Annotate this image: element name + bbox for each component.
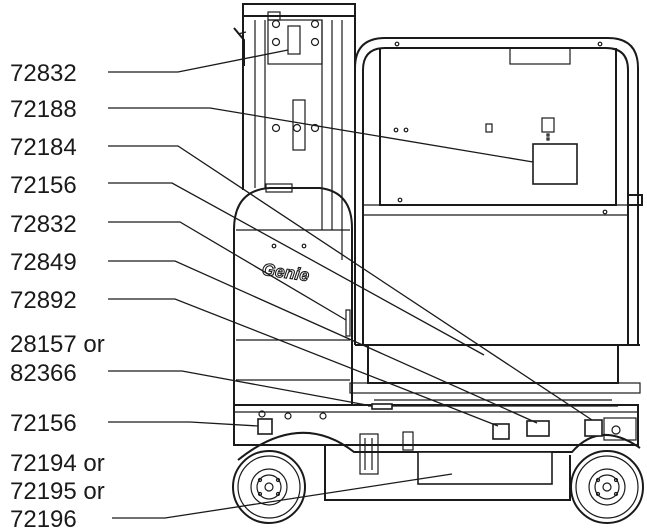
platform-deck [349, 344, 641, 407]
leader-line-72832-top [108, 49, 289, 73]
mast [233, 3, 356, 345]
callout-label-72849: 72849 [10, 249, 77, 276]
wheel-left [232, 450, 306, 524]
leader-line-72892 [108, 298, 499, 427]
platform-rail [354, 37, 643, 345]
brand-logo: Genie [261, 260, 310, 285]
callout-label-72184: 72184 [10, 134, 77, 161]
leader-line-72184 [108, 145, 593, 421]
machine-illustration: Genie [232, 3, 644, 524]
callout-label-72156-lower: 72156 [10, 410, 77, 437]
leader-line-72194-72196 [112, 473, 453, 519]
leader-line-72832-lower [108, 221, 347, 321]
control-box [379, 41, 617, 215]
mast-base-housing: Genie [233, 183, 353, 405]
callout-label-72892: 72892 [10, 287, 77, 314]
leader-line-72188 [108, 107, 534, 163]
leader-line-28157-82366 [108, 370, 373, 407]
decal-72156-lower [257, 418, 273, 435]
wheel-right [570, 450, 644, 524]
leader-line-72156-upper [108, 182, 485, 356]
callout-label-72194-or: 72194 or [10, 450, 105, 477]
decal-72188 [532, 143, 578, 185]
callout-label-72188: 72188 [10, 96, 77, 123]
callout-label-72156-upper: 72156 [10, 172, 77, 199]
decal-72184 [584, 419, 603, 437]
callout-label-72195-or: 72195 or [10, 478, 105, 505]
decal-28157-82366 [371, 403, 393, 410]
leader-line-72156-lower [108, 421, 259, 427]
callout-label-28157-or: 28157 or [10, 331, 105, 358]
decal-72194-72196 [417, 451, 553, 485]
callout-label-82366: 82366 [10, 360, 77, 387]
decal-72892 [492, 423, 510, 440]
callout-label-72196: 72196 [10, 506, 77, 531]
callout-labels: 72832 72188 72184 72156 72832 72849 7289… [10, 60, 105, 531]
callout-label-72832-top: 72832 [10, 60, 77, 87]
callout-label-72832-lower: 72832 [10, 211, 77, 238]
decal-72849 [526, 420, 550, 437]
leader-line-72849 [108, 260, 538, 424]
leader-lines [108, 49, 593, 519]
chassis [233, 403, 641, 501]
